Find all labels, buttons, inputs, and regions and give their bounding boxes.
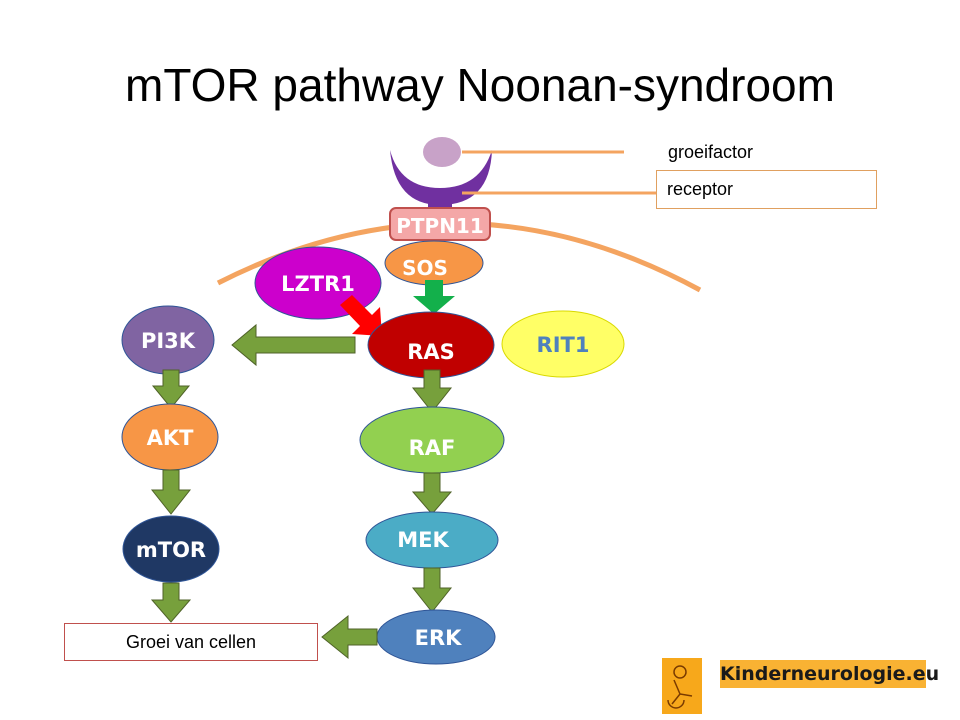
raf-label: RAF [409, 436, 456, 460]
ras-label: RAS [407, 340, 455, 364]
ras-to-raf-arrow [411, 369, 453, 413]
receptor-label-box: receptor [656, 170, 877, 209]
child-wheelchair-icon [662, 658, 702, 714]
receptor-shape [390, 150, 492, 205]
ptpn11-label: PTPN11 [396, 214, 484, 238]
rit1-node [501, 310, 625, 378]
slide-title: mTOR pathway Noonan-syndroom [125, 59, 835, 111]
mtor-to-growth-arrow [150, 582, 192, 623]
logo-text: Kinderneurologie.eu [720, 660, 939, 688]
erk-to-growth-arrow [321, 614, 378, 660]
mek-label: MEK [397, 528, 449, 552]
mtor-label: mTOR [136, 538, 206, 562]
erk-label: ERK [415, 626, 463, 650]
lztr1-label: LZTR1 [281, 272, 355, 296]
sos-label: SOS [402, 256, 448, 280]
pi3k-to-akt-arrow [151, 369, 191, 409]
akt-to-mtor-arrow [150, 469, 192, 515]
akt-label: AKT [147, 426, 195, 450]
sos-to-ras-arrow [413, 280, 455, 314]
lztr1-to-ras-arrow [340, 295, 382, 336]
rit1-label: RIT1 [537, 333, 590, 357]
growth-label-box: Groei van cellen [64, 623, 318, 661]
growth-factor-ligand [423, 137, 461, 167]
mek-to-erk-arrow [411, 567, 453, 613]
raf-to-mek-arrow [411, 472, 453, 515]
mtor-node [122, 515, 220, 583]
pi3k-label: PI3K [141, 329, 196, 353]
ptpn11-node [389, 207, 491, 241]
ras-to-pi3k-arrow [231, 323, 356, 367]
groeifactor-label: groeifactor [668, 142, 754, 162]
